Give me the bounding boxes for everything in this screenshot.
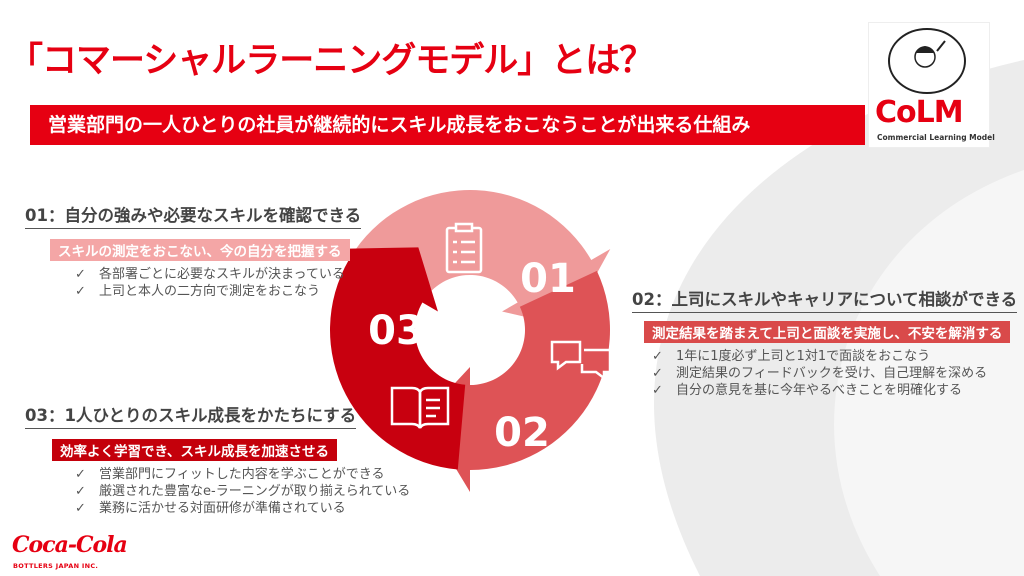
section-heading: 03：1人ひとりのスキル成長をかたちにする <box>25 402 357 429</box>
colm-logo: CoLM Commercial Learning Model <box>868 22 995 148</box>
book-icon <box>390 386 450 429</box>
check-icon: ✓ <box>75 501 86 516</box>
check-icon: ✓ <box>75 284 86 299</box>
list-item: ✓営業部門にフィットした内容を学ぶことができる <box>75 467 385 482</box>
section-tag: スキルの測定をおこない、今の自分を把握する <box>50 239 350 261</box>
section-tag: 効率よく学習でき、スキル成長を加速させる <box>52 439 338 461</box>
check-icon: ✓ <box>652 383 663 398</box>
cycle-label-3: 03 <box>368 308 424 354</box>
clipboard-icon <box>445 222 483 274</box>
section-02: 02：上司にスキルやキャリアについて相談ができる 測定結果を踏まえて上司と面談を… <box>632 286 1018 399</box>
section-heading: 01：自分の強みや必要なスキルを確認できる <box>25 202 362 229</box>
page-title: 「コマーシャルラーニングモデル」とは？ <box>8 41 654 81</box>
list-item: ✓1年に1度必ず上司と1対1で面談をおこなう <box>652 349 931 364</box>
check-icon: ✓ <box>75 484 86 499</box>
check-icon: ✓ <box>75 267 86 282</box>
check-icon: ✓ <box>652 366 663 381</box>
section-heading: 02：上司にスキルやキャリアについて相談ができる <box>632 286 1018 313</box>
logo-subtitle: Commercial Learning Model <box>877 133 995 142</box>
cycle-label-2: 02 <box>494 410 550 456</box>
cycle-label-1: 01 <box>520 256 576 302</box>
list-item: ✓各部署ごとに必要なスキルが決まっている <box>75 267 345 282</box>
list-item: ✓自分の意見を基に今年やるべきことを明確化する <box>652 383 963 398</box>
list-item: ✓測定結果のフィードバックを受け、自己理解を深める <box>652 366 988 381</box>
check-icon: ✓ <box>75 467 86 482</box>
coca-cola-logo: Coca-Cola <box>12 532 128 558</box>
logo-mark: CoLM <box>875 95 964 130</box>
section-01: 01：自分の強みや必要なスキルを確認できる スキルの測定をおこない、今の自分を把… <box>25 202 362 300</box>
list-item: ✓業務に活かせる対面研修が準備されている <box>75 501 346 516</box>
list-item: ✓上司と本人の二方向で測定をおこなう <box>75 284 321 299</box>
chat-icon <box>550 340 612 381</box>
list-item: ✓厳選された豊富なe-ラーニングが取り揃えられている <box>75 484 411 499</box>
check-icon: ✓ <box>652 349 663 364</box>
mascot-icon <box>888 28 966 94</box>
section-tag: 測定結果を踏まえて上司と面談を実施し、不安を解消する <box>644 321 1011 343</box>
coca-cola-subtitle: BOTTLERS JAPAN INC. <box>13 562 99 570</box>
segment-03-arrow <box>329 247 466 470</box>
section-03: 03：1人ひとりのスキル成長をかたちにする 効率よく学習でき、スキル成長を加速さ… <box>25 402 410 517</box>
segment-02-arrow <box>424 270 611 492</box>
subtitle-banner: 営業部門の一人ひとりの社員が継続的にスキル成長をおこなうことが出来る仕組み <box>30 105 865 145</box>
